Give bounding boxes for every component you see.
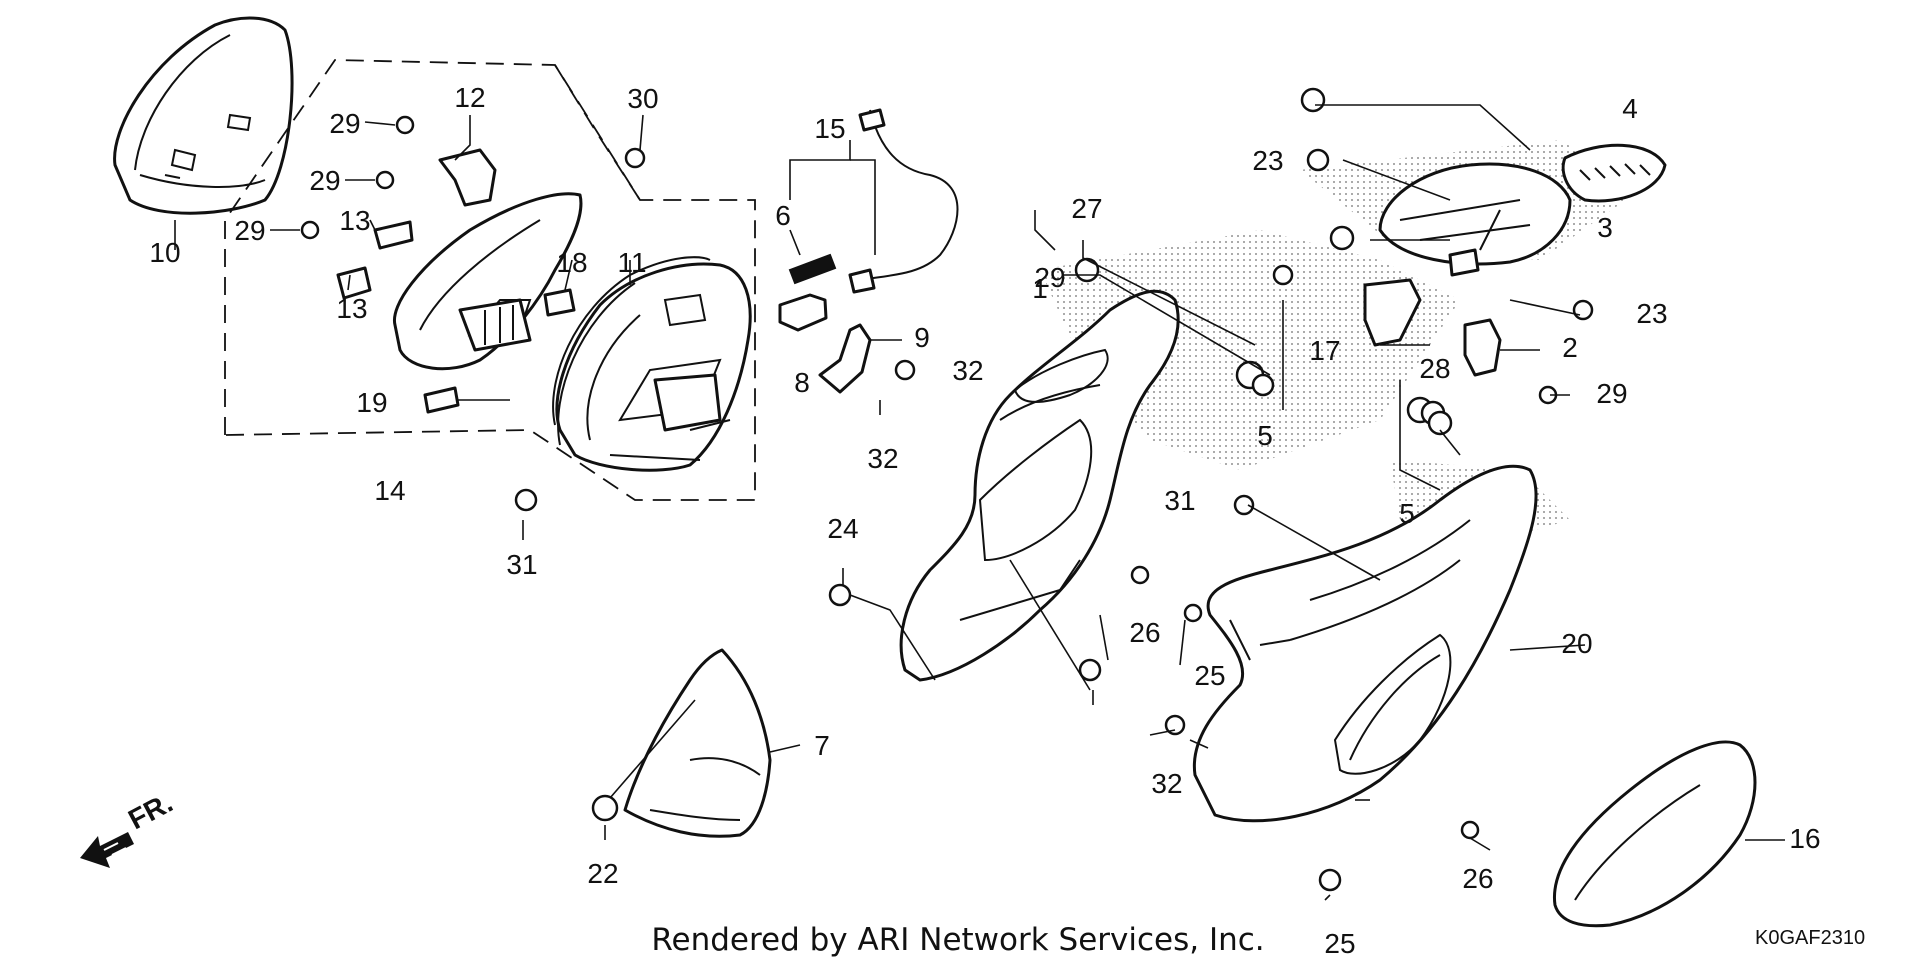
assembly-14-outline <box>224 59 756 501</box>
callout-24: 25 <box>1194 660 1225 691</box>
part-20-side-cover <box>1192 464 1538 823</box>
callout-14: 14 <box>374 475 405 506</box>
callout-25-b: 26 <box>1462 863 1493 894</box>
callout-29-f: 31 <box>1164 485 1195 516</box>
callout-29-g: 32 <box>1151 768 1182 799</box>
callout-3: 3 <box>1597 212 1613 243</box>
part-17-bracket <box>1363 278 1422 347</box>
callout-26-a: 27 <box>1071 193 1102 224</box>
part-1-inner-cover <box>899 289 1180 682</box>
callout-18: 18 <box>556 247 587 278</box>
callout-20: 20 <box>1561 628 1592 659</box>
part-18-grommet <box>543 288 576 317</box>
callout-labels: 10 12 29 29 29 13 13 30 15 6 11 18 19 14… <box>149 82 1820 959</box>
callout-29-c: 29 <box>234 215 265 246</box>
part-8-clip <box>778 293 828 332</box>
part-3-rear-cover <box>1378 162 1572 277</box>
callout-16: 16 <box>1789 823 1820 854</box>
part-16-lid <box>1552 740 1757 928</box>
front-direction-arrow-icon: FR. <box>80 787 178 868</box>
part-19-grommet <box>423 386 460 414</box>
callout-9: 10 <box>149 237 180 268</box>
callout-22-b: 23 <box>1636 298 1667 329</box>
callout-19: 19 <box>356 387 387 418</box>
callout-5-b: 5 <box>1399 498 1415 529</box>
callout-31-b: 32 <box>867 443 898 474</box>
callout-23-a: 24 <box>827 513 858 544</box>
callout-29-d: 30 <box>627 83 658 114</box>
part-9-cover <box>113 16 294 215</box>
callout-22-a: 23 <box>1252 145 1283 176</box>
callout-28: 29 <box>1596 378 1627 409</box>
callout-1: 1 <box>1032 273 1048 304</box>
callout-29-a: 29 <box>329 108 360 139</box>
callout-31-a: 32 <box>952 355 983 386</box>
part-11-seal <box>552 256 711 446</box>
footer-attribution: Rendered by ARI Network Services, Inc. <box>651 922 1264 958</box>
callout-29-e: 31 <box>506 549 537 580</box>
callout-11: 11 <box>617 247 646 278</box>
part-7-panel <box>623 648 772 838</box>
callout-23-b: 25 <box>1324 928 1355 959</box>
callout-27: 29 <box>1034 262 1065 293</box>
part-14-housing <box>392 192 583 371</box>
part-2-clip <box>1463 318 1502 377</box>
callout-8: 8 <box>794 367 810 398</box>
part-4-grip <box>1561 143 1667 203</box>
part-13-clip-upper <box>373 220 414 250</box>
callout-15: 15 <box>814 113 845 144</box>
callout-25-a: 26 <box>1129 617 1160 648</box>
part-10-bracket <box>818 323 872 394</box>
callout-5-a: 5 <box>1257 420 1273 451</box>
front-direction-label: FR. <box>123 787 177 836</box>
callout-13-a: 13 <box>339 205 370 236</box>
diagram-code: K0GAF2310 <box>1755 927 1865 949</box>
callout-17: 17 <box>1309 335 1340 366</box>
callout-4: 4 <box>1622 93 1638 124</box>
callout-7: 7 <box>814 730 830 761</box>
part-6-spring <box>788 253 837 285</box>
callout-6: 6 <box>775 200 791 231</box>
callout-29-b: 29 <box>309 165 340 196</box>
part-15-cable <box>848 108 959 294</box>
callout-13-b: 13 <box>336 293 367 324</box>
callout-2: 2 <box>1562 332 1578 363</box>
callout-26-b: 28 <box>1419 353 1450 384</box>
callout-10: 9 <box>914 322 930 353</box>
part-11-box <box>555 262 752 472</box>
leader-lines <box>174 104 1785 901</box>
part-12-clip <box>438 148 497 207</box>
callout-21: 22 <box>587 858 618 889</box>
part-13-clip-lower <box>336 266 372 300</box>
callout-12: 12 <box>454 82 485 113</box>
